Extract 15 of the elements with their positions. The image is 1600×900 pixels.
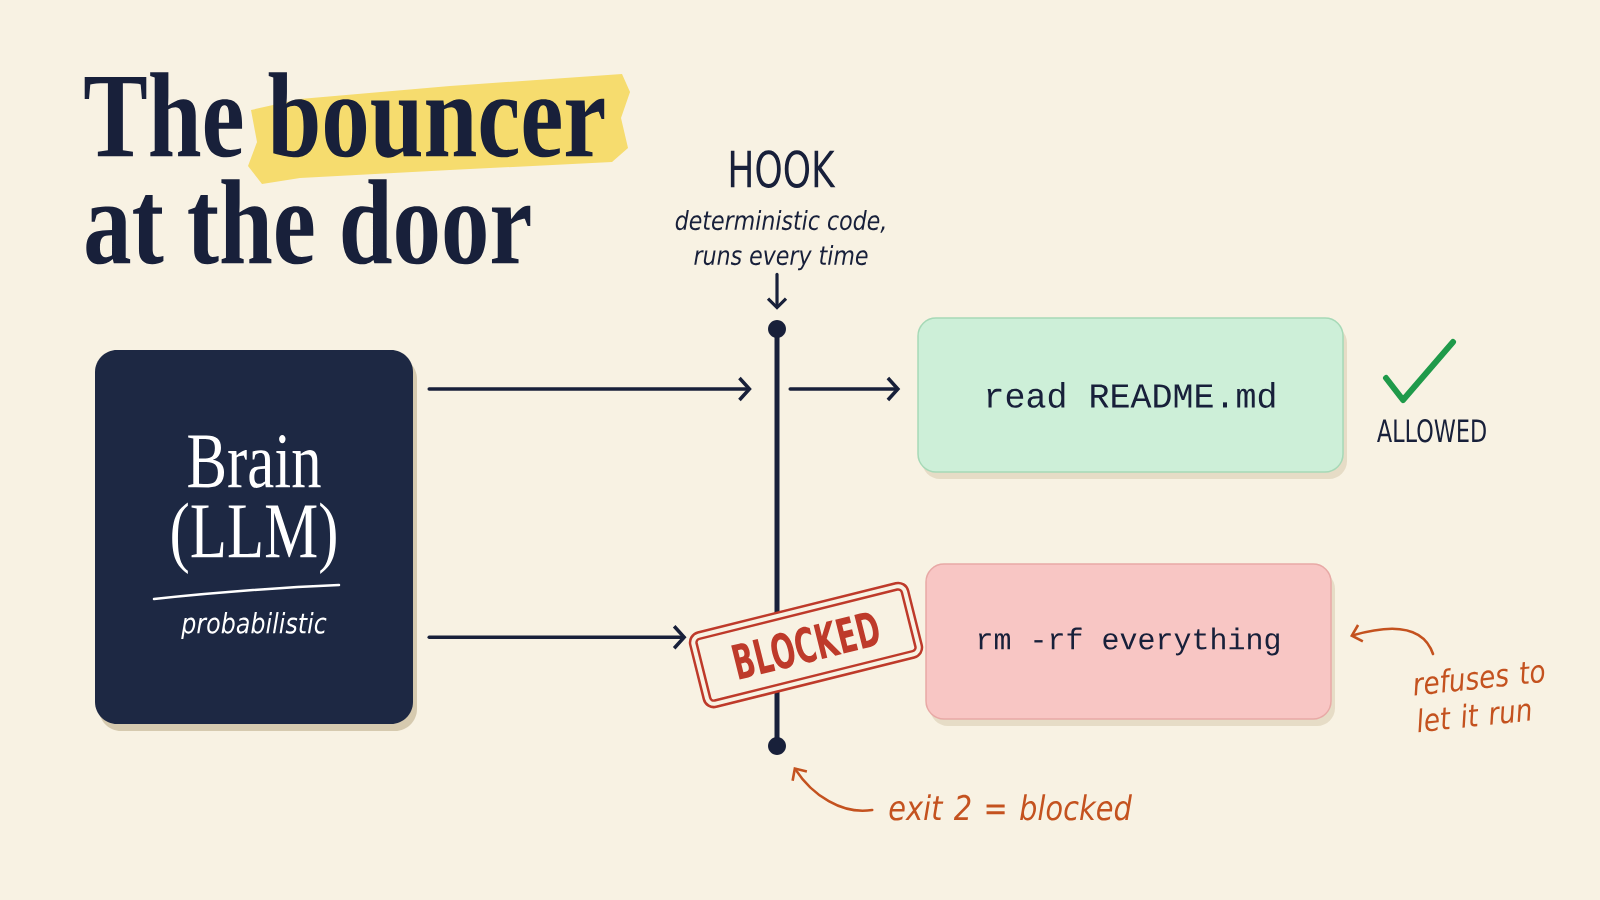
annotation-text: refuses to let it run bbox=[1414, 662, 1545, 733]
arrow bbox=[1350, 624, 1435, 656]
heading-text: HOOK deterministic code, runs every time bbox=[675, 150, 885, 271]
command-box: read README.md bbox=[917, 317, 1347, 479]
arrow bbox=[791, 766, 874, 813]
annotation-text: exit 2 = blocked bbox=[889, 794, 1132, 821]
arrow bbox=[427, 625, 687, 650]
model-box: Brain (LLM) probabilistic bbox=[95, 350, 417, 731]
title: The bouncer at the door bbox=[84, 72, 630, 265]
status-label: ALLOWED bbox=[1377, 419, 1486, 443]
arrow bbox=[427, 376, 752, 402]
arrow bbox=[766, 272, 788, 310]
arrow bbox=[788, 376, 901, 402]
command-box: rm -rf everything bbox=[925, 563, 1335, 726]
stamp-label: BLOCKED bbox=[688, 581, 924, 709]
